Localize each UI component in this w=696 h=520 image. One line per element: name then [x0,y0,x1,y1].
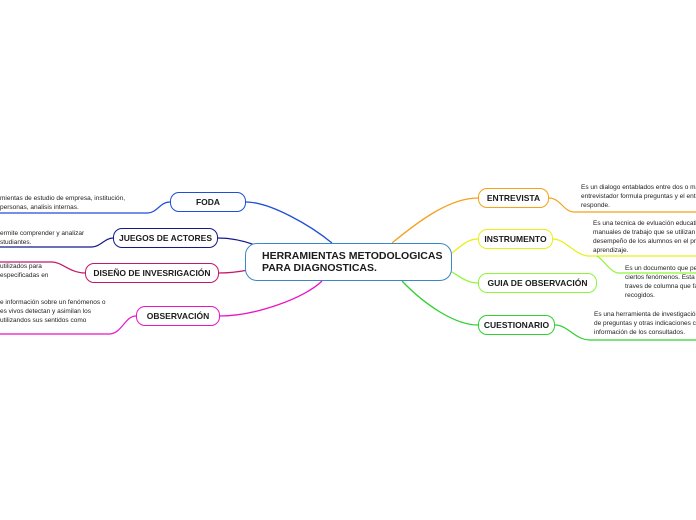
topic-foda-label: FODA [195,197,221,207]
note-diseno-de-investigacion: utilizados para especificadas en [0,263,49,279]
topic-foda[interactable]: FODA [170,192,246,212]
note-instrumento: Es una tecnica de evluación educativ man… [593,220,696,254]
note-juegos-de-actores: ermite comprender y analizar studiantes. [0,230,85,246]
root-node[interactable]: HERRAMIENTAS METODOLOGICAS PARA DIAGNOST… [245,243,452,281]
note-link-diseno [0,261,86,274]
topic-juegos-de-actores[interactable]: JUEGOS DE ACTORES [113,228,218,248]
topic-guia-label: GUIA DE OBSERVACIÓN [487,278,588,288]
connector-guia [451,271,479,284]
root-title-line1: HERRAMIENTAS METODOLOGICAS [262,250,443,262]
topic-diseno-label: DISEÑO DE INVESRIGACIÓN [93,268,211,278]
topic-cuestionario-label: CUESTIONARIO [483,320,550,330]
note-foda: mientas de estudio de empresa, instituci… [0,195,126,211]
topic-instrumento-label: INSTRUMENTO [484,234,547,244]
topic-cuestionario[interactable]: CUESTIONARIO [478,315,555,335]
connector-diseno [218,269,249,274]
note-link-foda [0,201,171,214]
topic-entrevista[interactable]: ENTREVISTA [478,188,549,208]
topic-observacion-label: OBSERVACIÓN [146,311,210,321]
note-link-guia [596,255,696,274]
connector-cuestionario [401,280,479,326]
note-cuestionario: Es una herramienta de investigación de p… [594,311,696,336]
connector-entrevista [391,197,479,244]
connector-instrumento [451,238,479,254]
note-observacion: e información sobre un fenómenos o es vi… [0,299,106,324]
note-link-observacion [0,315,137,335]
topic-guia-de-observacion[interactable]: GUIA DE OBSERVACIÓN [478,273,597,293]
topic-diseno-de-investigacion[interactable]: DISEÑO DE INVESRIGACIÓN [85,263,219,283]
note-guia-de-observacion: Es un documento que pe ciertos fenómenos… [625,265,696,299]
note-link-juegos [0,237,114,248]
topic-instrumento[interactable]: INSTRUMENTO [478,229,553,249]
note-link-cuestionario [554,324,696,341]
topic-entrevista-label: ENTREVISTA [486,193,541,203]
connector-foda [245,201,333,244]
connector-observacion [219,280,323,317]
note-link-instrumento [552,238,696,257]
note-entrevista: Es un dialogo entablados entre dos o mas… [581,184,696,209]
note-link-entrevista [548,197,696,213]
topic-observacion[interactable]: OBSERVACIÓN [136,306,220,326]
topic-juegos-label: JUEGOS DE ACTORES [118,233,213,243]
root-title-line2: PARA DIAGNOSTICAS. [262,262,377,274]
